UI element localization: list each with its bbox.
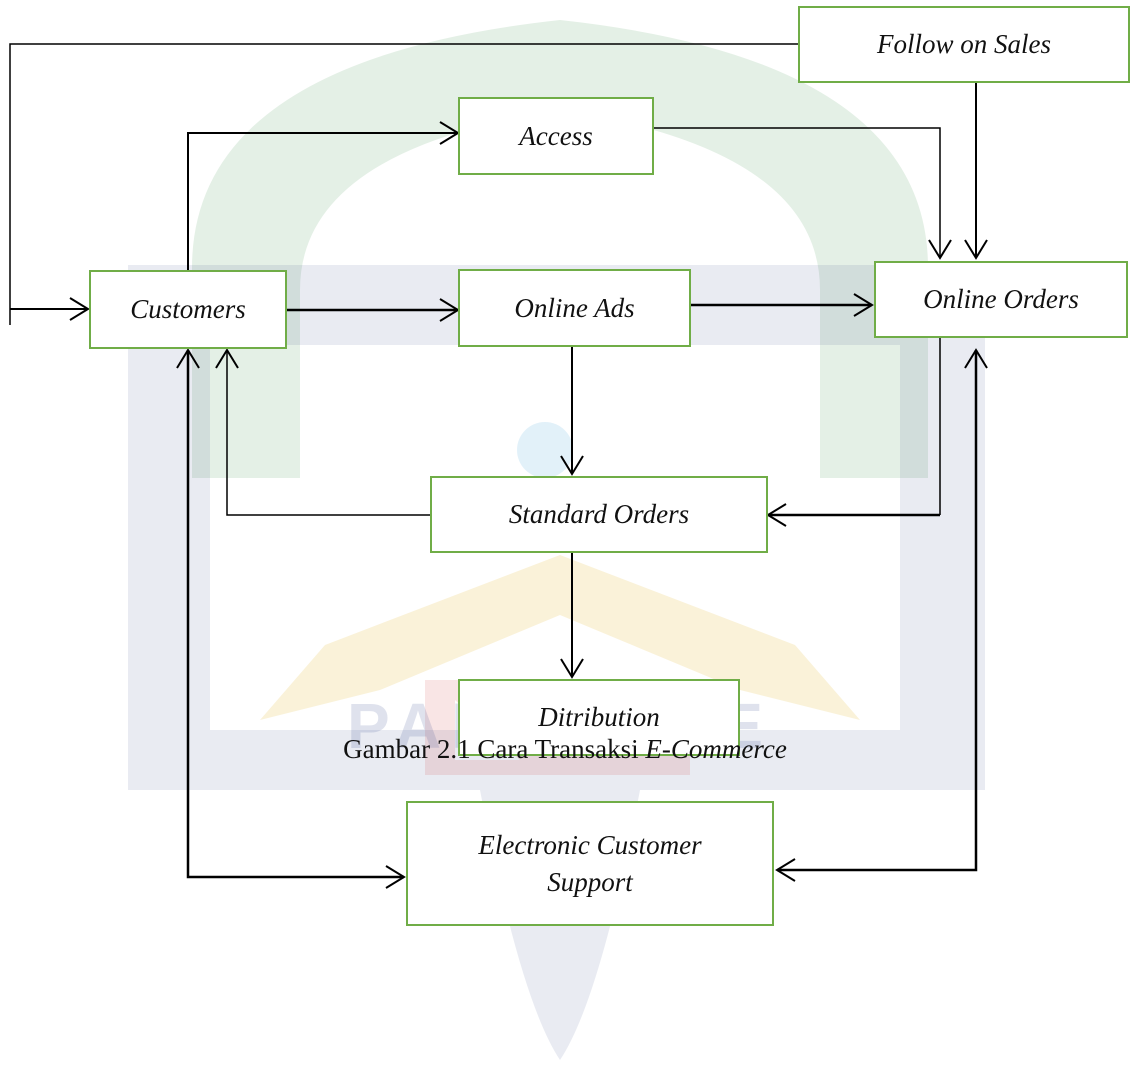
node-distribution: Ditribution — [458, 679, 740, 756]
node-access: Access — [458, 97, 654, 175]
node-label: Online Orders — [923, 284, 1079, 315]
arrowhead — [928, 239, 952, 260]
node-customers: Customers — [89, 270, 287, 349]
edge-onlineorders-ecs — [777, 350, 978, 872]
node-standard-orders: Standard Orders — [430, 476, 768, 553]
edge-customers-ecs — [186, 350, 404, 879]
arrowhead — [964, 348, 988, 369]
edge-access-to-onlineorders — [654, 127, 941, 258]
node-label: Follow on Sales — [877, 29, 1051, 60]
arrowhead — [69, 297, 90, 321]
edge-customers-to-access — [187, 132, 458, 270]
watermark-green-dome — [192, 20, 928, 478]
node-electronic-customer-support: Electronic Customer Support — [406, 801, 774, 926]
node-online-ads: Online Ads — [458, 269, 691, 347]
arrowhead — [385, 865, 406, 889]
arrowhead — [964, 239, 988, 260]
arrowhead — [775, 858, 796, 882]
arrowhead — [853, 293, 874, 317]
node-label: Customers — [130, 294, 246, 325]
caption-emphasis: E-Commerce — [645, 734, 787, 764]
watermark-gold-roof — [260, 555, 860, 720]
node-label-line1: Electronic Customer — [478, 830, 702, 861]
node-label: Ditribution — [538, 702, 660, 733]
node-follow-on-sales: Follow on Sales — [798, 6, 1130, 83]
node-label-line2: Support — [547, 866, 633, 897]
watermark-circle — [517, 422, 573, 478]
figure-caption: Gambar 2.1 Cara Transaksi E-Commerce — [0, 734, 1130, 765]
edge-standardorders-to-customers — [226, 350, 430, 516]
edge-followsales-to-customers — [9, 43, 798, 325]
arrowhead — [766, 503, 787, 527]
arrowhead — [560, 658, 584, 679]
caption-prefix: Gambar 2.1 Cara Transaksi — [343, 734, 646, 764]
arrowhead — [176, 348, 200, 369]
arrowhead — [215, 348, 239, 369]
node-online-orders: Online Orders — [874, 261, 1128, 338]
node-label: Access — [519, 120, 593, 151]
arrowhead — [560, 455, 584, 476]
node-label: Online Ads — [514, 292, 635, 323]
node-label: Standard Orders — [508, 499, 690, 530]
